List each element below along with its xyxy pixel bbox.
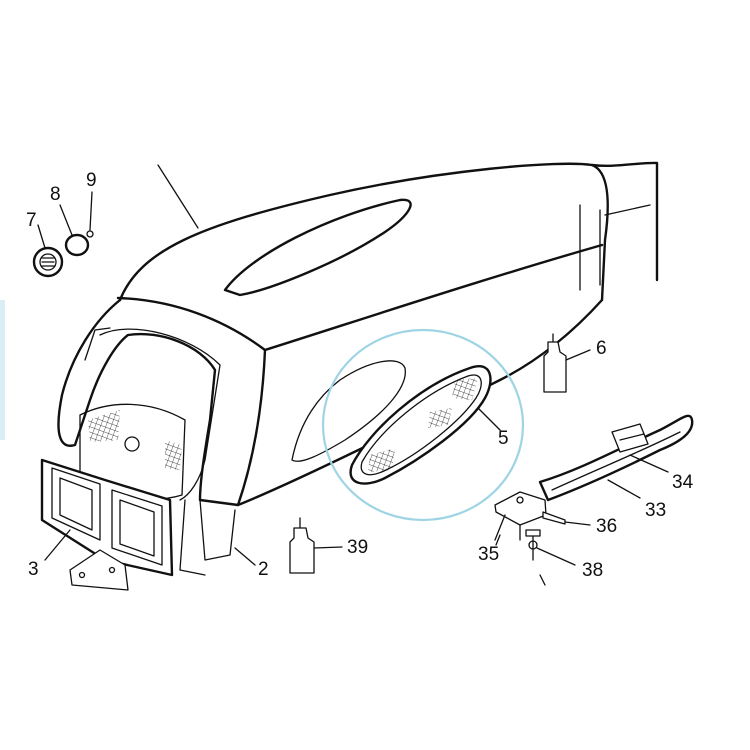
callout-35: 35 (478, 544, 499, 565)
callout-3: 3 (28, 559, 39, 580)
bracket-parts-35-36-38 (494, 491, 591, 586)
callout-38: 38 (582, 560, 603, 581)
callout-33: 33 (645, 500, 666, 521)
callout-39: 39 (347, 537, 368, 558)
bottle-part-6 (543, 333, 591, 393)
bottle-part-39 (289, 517, 343, 574)
callout-6: 6 (596, 338, 607, 359)
front-grille-frame-part-3 (40, 458, 174, 591)
leader-35 (495, 534, 501, 546)
bonnet-hood (57, 161, 659, 576)
callout-5: 5 (498, 428, 509, 449)
callout-36: 36 (596, 516, 617, 537)
callout-2: 2 (258, 559, 269, 580)
callout-9: 9 (86, 170, 97, 191)
leader-3 (44, 529, 71, 561)
callout-7: 7 (26, 210, 37, 231)
leader-2 (234, 547, 256, 566)
knob-assembly-parts-7-8-9 (32, 191, 94, 278)
callout-34: 34 (672, 472, 694, 493)
left-edge-marker (0, 300, 5, 440)
highlight-circle (321, 328, 525, 522)
bonnet-leader-line (157, 164, 199, 229)
strap-parts-33-34 (538, 414, 694, 502)
side-mesh-screen-part-5 (349, 365, 501, 485)
callout-8: 8 (50, 184, 61, 205)
